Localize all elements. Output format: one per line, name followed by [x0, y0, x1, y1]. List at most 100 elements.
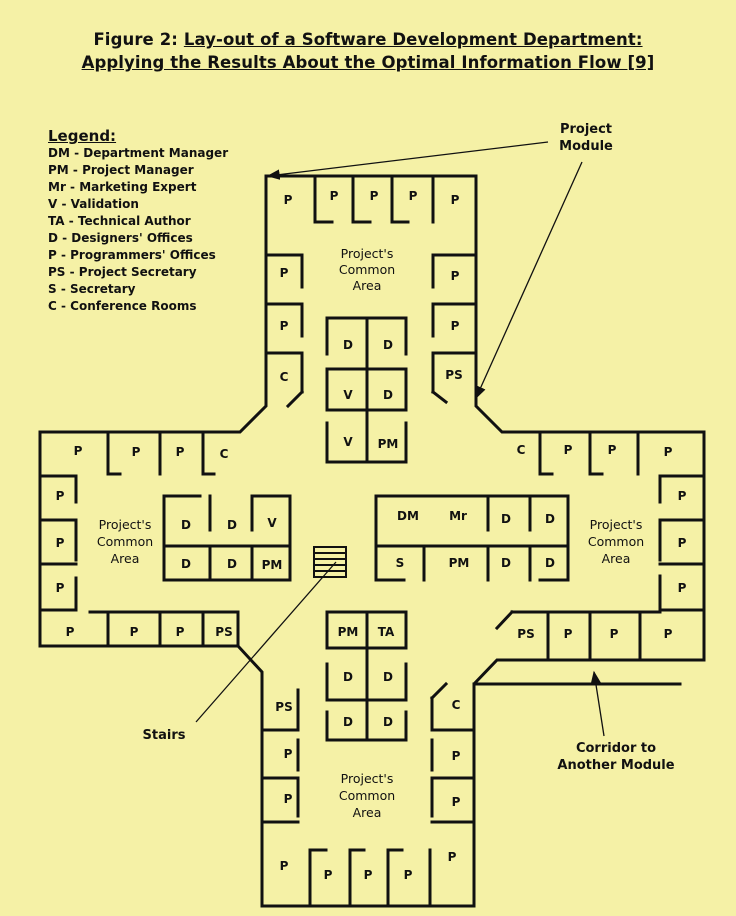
legend-item: DM - Department Manager	[48, 146, 229, 160]
common-area-south: Project's Common Area	[339, 771, 395, 820]
room-label: P	[132, 445, 141, 459]
common-area-east: Project's Common Area	[588, 517, 644, 566]
room-label: D	[501, 512, 511, 526]
svg-text:Area: Area	[353, 278, 382, 293]
north-wing-walls	[264, 174, 478, 464]
room-label: D	[343, 670, 353, 684]
east-core-rooms: DM Mr D D S PM D D	[396, 509, 555, 570]
room-label: PS	[445, 368, 462, 382]
room-label: PS	[275, 700, 292, 714]
callout-project-module: Project	[560, 122, 612, 137]
room-label: P	[56, 536, 65, 550]
room-label: D	[383, 388, 393, 402]
room-label: P	[451, 269, 460, 283]
east-wing-walls	[374, 430, 706, 662]
room-label: P	[284, 792, 293, 806]
room-label: Mr	[449, 509, 467, 523]
svg-text:Common: Common	[588, 534, 644, 549]
room-label: P	[409, 189, 418, 203]
common-area-north: Project's Common Area	[339, 246, 395, 293]
room-label: P	[678, 536, 687, 550]
svg-text:Project's: Project's	[99, 517, 152, 532]
room-label: DM	[397, 509, 419, 523]
room-label: P	[324, 868, 333, 882]
room-label: P	[74, 444, 83, 458]
room-label: P	[678, 489, 687, 503]
room-label: D	[501, 556, 511, 570]
room-label: D	[383, 338, 393, 352]
south-wing-walls	[260, 610, 476, 908]
svg-text:Project's: Project's	[341, 771, 394, 786]
svg-text:Common: Common	[339, 262, 395, 277]
room-label: P	[452, 795, 461, 809]
legend-item: P - Programmers' Offices	[48, 248, 216, 262]
legend-item: D - Designers' Offices	[48, 231, 193, 245]
common-area-west: Project's Common Area	[97, 517, 153, 566]
room-label: S	[396, 556, 405, 570]
room-label: P	[664, 627, 673, 641]
room-label: P	[452, 749, 461, 763]
room-label: D	[227, 518, 237, 532]
room-label: PM	[338, 625, 359, 639]
north-wing-rooms: P P P P P P P P P C PS P P P	[74, 189, 463, 459]
room-label: P	[176, 625, 185, 639]
room-label: P	[678, 581, 687, 595]
room-label: D	[383, 670, 393, 684]
room-label: P	[608, 443, 617, 457]
figure-title: Figure 2: Lay-out of a Software Developm…	[0, 30, 736, 49]
room-label: C	[517, 443, 526, 457]
figure-title-line1: Lay-out of a Software Development Depart…	[183, 30, 643, 49]
room-label: P	[284, 747, 293, 761]
room-label: P	[370, 189, 379, 203]
stairs-pointer	[195, 561, 337, 723]
room-label: D	[343, 715, 353, 729]
room-label: V	[343, 435, 353, 449]
room-label: PM	[449, 556, 470, 570]
legend-item: V - Validation	[48, 197, 139, 211]
room-label: D	[383, 715, 393, 729]
svg-text:Project's: Project's	[341, 246, 394, 261]
project-module-arrow	[266, 141, 549, 180]
room-label: P	[280, 319, 289, 333]
room-label: P	[66, 625, 75, 639]
east-wing-rooms: C P P P P P P PS P P P	[517, 443, 687, 641]
svg-text:Project's: Project's	[590, 517, 643, 532]
legend-heading: Legend:	[48, 127, 117, 145]
room-label: TA	[378, 625, 395, 639]
room-label: D	[227, 557, 237, 571]
legend: Legend: DM - Department Manager PM - Pro…	[48, 127, 228, 315]
room-label: PS	[215, 625, 232, 639]
legend-item: Mr - Marketing Expert	[48, 180, 197, 194]
corridor-arrow	[590, 670, 605, 737]
room-label: P	[451, 319, 460, 333]
room-label: P	[448, 850, 457, 864]
room-label: PM	[378, 437, 399, 451]
legend-item: S - Secretary	[48, 282, 136, 296]
figure-number: Figure 2:	[93, 30, 178, 49]
legend-item: PS - Project Secretary	[48, 265, 197, 279]
west-wing-rooms: C P P P P P P PS	[56, 447, 233, 639]
room-label: C	[280, 370, 289, 384]
svg-text:Common: Common	[97, 534, 153, 549]
room-label: PS	[517, 627, 534, 641]
room-label: V	[267, 516, 277, 530]
svg-text:Area: Area	[111, 551, 140, 566]
callout-corridor: Corridor to	[576, 741, 656, 756]
room-label: V	[343, 388, 353, 402]
room-label: D	[181, 518, 191, 532]
room-label: P	[564, 443, 573, 457]
legend-item: TA - Technical Author	[48, 214, 191, 228]
callout-project-module: Module	[559, 139, 613, 154]
south-core-rooms: PM TA D D D D	[338, 625, 395, 729]
room-label: PM	[262, 558, 283, 572]
stairs-symbol	[313, 546, 347, 578]
room-label: D	[545, 556, 555, 570]
callout-corridor: Another Module	[557, 758, 674, 773]
room-label: P	[610, 627, 619, 641]
room-label: P	[664, 445, 673, 459]
room-label: P	[330, 189, 339, 203]
room-label: P	[56, 581, 65, 595]
room-label: P	[176, 445, 185, 459]
south-wing-rooms: PS C P P P P P P P P P	[275, 698, 460, 882]
west-core-rooms: D D V D D PM	[181, 516, 282, 572]
